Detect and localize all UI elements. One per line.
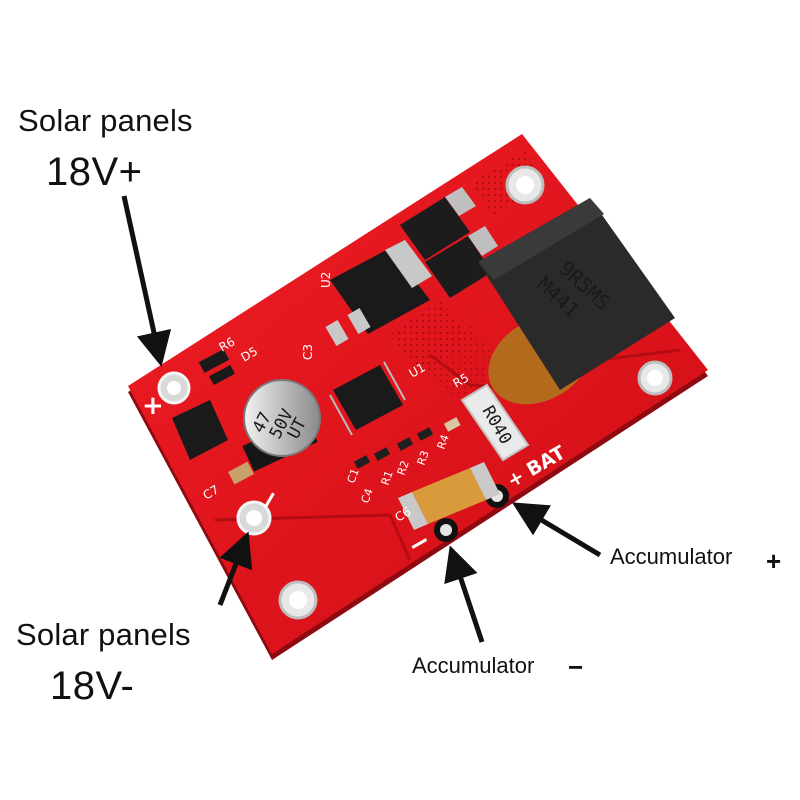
- solar-plus-title: Solar panels: [18, 103, 193, 138]
- annotation-arrows: [121, 195, 602, 643]
- inductor: 9R5MS M441: [478, 198, 675, 405]
- battery-minus-pad: [434, 518, 458, 542]
- silk-c4: C4: [359, 487, 376, 505]
- mounting-hole-bottom-left: [278, 580, 318, 620]
- silk-r3: R3: [415, 449, 432, 467]
- silk-c3: C3: [301, 344, 315, 360]
- arrow-solar-minus: [217, 531, 253, 606]
- solar-plus-pad: [157, 371, 191, 405]
- arrow-solar-plus: [121, 195, 172, 367]
- accumulator-minus-sign: −: [568, 652, 584, 682]
- silk-plus: +: [142, 391, 164, 421]
- silk-c1: C1: [345, 467, 362, 485]
- solar-minus-pad: [236, 500, 272, 536]
- diode-d5: [198, 349, 235, 386]
- solar-minus-title: Solar panels: [16, 617, 191, 652]
- accumulator-minus-label: Accumulator: [412, 653, 535, 678]
- ic-left: [172, 400, 228, 460]
- regulator-u2: [325, 240, 432, 347]
- mosfet-q2: [425, 226, 498, 298]
- tantalum-capacitor-c6: [398, 462, 500, 530]
- pcb-board: [128, 134, 708, 660]
- mounting-hole-top-right: [505, 165, 545, 205]
- smd-resistors: [228, 417, 461, 485]
- mounting-hole-right: [637, 360, 673, 396]
- arrow-accumulator-minus: [444, 545, 485, 643]
- silk-r1: R1: [379, 469, 396, 487]
- accumulator-plus-sign: +: [766, 546, 782, 576]
- silk-r5: R5: [451, 370, 472, 390]
- silk-c6: C6: [393, 504, 414, 524]
- accumulator-plus-label: Accumulator: [610, 544, 733, 569]
- silk-r2: R2: [395, 459, 412, 477]
- electrolytic-capacitor: 47 50V UT: [242, 379, 321, 472]
- solar-plus-voltage: 18V+: [46, 150, 143, 194]
- silk-c7: C7: [201, 482, 222, 502]
- silk-r6: R6: [217, 334, 238, 354]
- arrow-accumulator-plus: [511, 502, 602, 558]
- mosfet-q1: [400, 187, 476, 260]
- ic-u1: [329, 361, 406, 436]
- solar-minus-voltage: 18V-: [50, 664, 135, 708]
- silk-r4: R4: [435, 433, 452, 451]
- silk-u2: U2: [319, 272, 333, 288]
